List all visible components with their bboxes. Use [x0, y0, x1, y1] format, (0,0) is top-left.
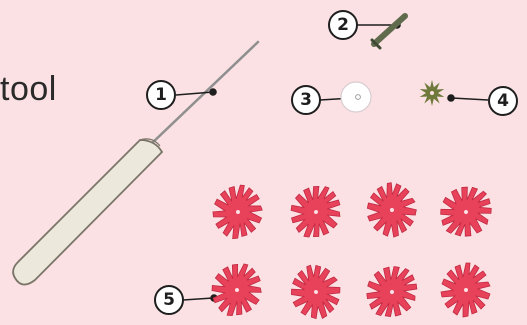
callout-4: 4 [488, 86, 518, 116]
paper-flower-icon [283, 178, 348, 246]
paper-flower-icon [357, 256, 426, 325]
leader-lines [176, 22, 488, 301]
paper-flower-icon [429, 175, 501, 248]
star-spacer-icon [419, 80, 445, 106]
paper-flower-group [206, 175, 502, 325]
paper-flower-icon [206, 257, 267, 322]
callout-5: 5 [154, 285, 184, 315]
paper-flower-icon [441, 263, 490, 317]
callout-3: 3 [291, 85, 321, 115]
paper-flower-icon [211, 183, 265, 241]
paper-flower-icon [363, 179, 421, 241]
paper-flower-icon [283, 258, 348, 325]
metal-pin-icon [372, 16, 405, 48]
callout-1: 1 [146, 80, 176, 110]
awl-tool-icon [13, 42, 258, 285]
callout-2: 2 [328, 10, 358, 40]
bead-icon [341, 82, 371, 112]
